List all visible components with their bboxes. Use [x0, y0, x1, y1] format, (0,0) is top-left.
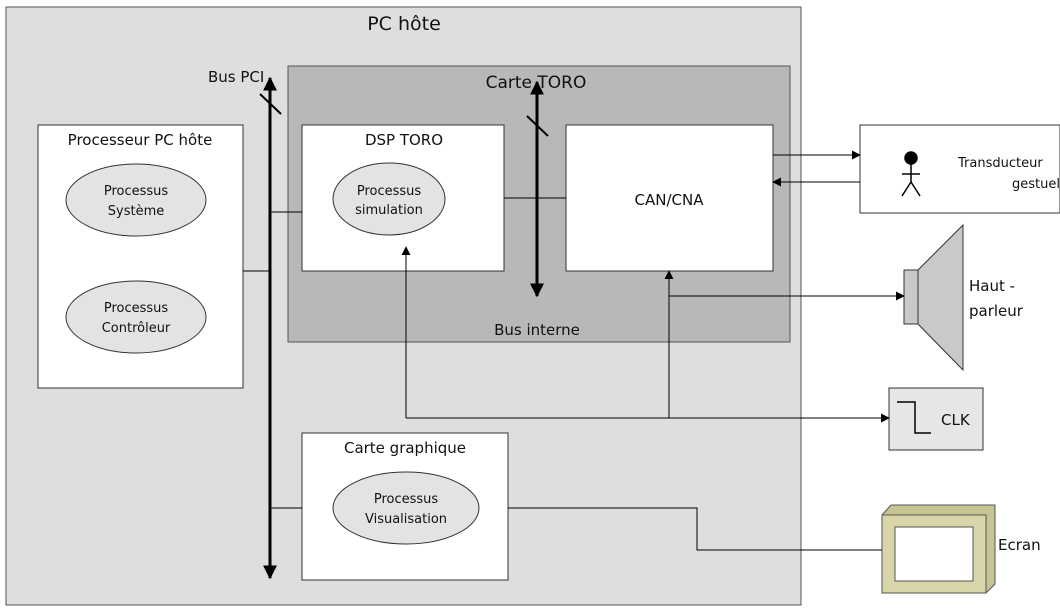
processeur-pc-label: Processeur PC hôte — [68, 131, 213, 149]
process-systeme-line2: Système — [108, 204, 164, 219]
carte-graphique-label: Carte graphique — [344, 439, 466, 457]
internal-bus-slash — [526, 115, 549, 137]
process-systeme-line1: Processus — [104, 184, 169, 199]
speaker-icon — [903, 223, 964, 372]
clk-box — [888, 387, 984, 451]
pci-bus-slash — [259, 93, 282, 115]
process-simulation-line2: simulation — [355, 203, 423, 218]
process-systeme-ellipse — [65, 163, 207, 237]
can-cna-box — [565, 124, 774, 272]
haut-parleur-line1: Haut - — [969, 277, 1015, 295]
process-visualisation-line2: Visualisation — [365, 512, 447, 527]
person-icon — [901, 151, 921, 197]
ecran-label: Ecran — [998, 536, 1041, 554]
process-controleur-line1: Processus — [104, 301, 169, 316]
transducteur-line1: Transducteur — [957, 156, 1043, 171]
monitor-icon — [881, 504, 996, 594]
haut-parleur-line2: parleur — [969, 302, 1024, 320]
pc-host-label: PC hôte — [367, 13, 441, 35]
process-controleur-line2: Contrôleur — [102, 321, 171, 336]
process-controleur-ellipse — [65, 280, 207, 354]
process-visualisation-line1: Processus — [374, 492, 439, 507]
transducteur-line2: gestuel — [1012, 177, 1060, 192]
dsp-toro-label: DSP TORO — [365, 131, 443, 149]
bus-pci-label: Bus PCI — [208, 68, 264, 86]
process-visualisation-ellipse — [332, 471, 480, 545]
link-to-ecran — [508, 507, 882, 551]
clock-signal-icon — [897, 401, 931, 434]
process-simulation-line1: Processus — [357, 184, 422, 199]
process-simulation-ellipse — [332, 162, 446, 236]
bus-interne-label: Bus interne — [494, 321, 580, 339]
clk-label: CLK — [941, 411, 971, 429]
transducteur-box — [859, 124, 1060, 214]
can-cna-label: CAN/CNA — [635, 191, 705, 209]
